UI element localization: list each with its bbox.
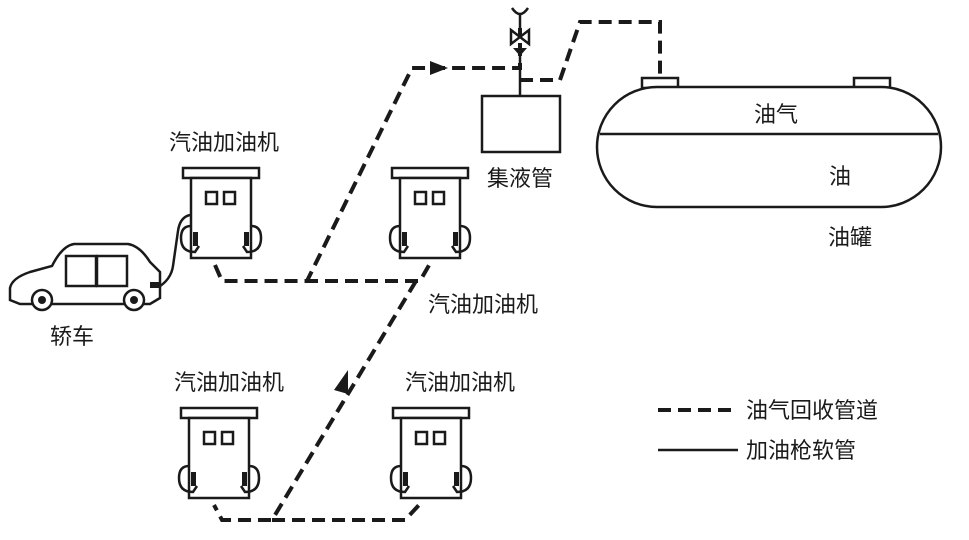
car-icon [8,242,162,312]
vapor-pipe-lower [212,279,418,522]
flow-arrow-right [430,61,448,75]
fuel-dispenser-top-left [179,166,263,260]
legend-vapor-pipe-label: 油气回收管道 [746,399,878,424]
dispenser-top-left-label: 汽油加油机 [169,131,279,156]
fuel-dispenser-bottom-right [389,406,473,500]
collector-label: 集液管 [487,167,553,192]
oil-tank: 油气 油 [595,76,943,209]
vapor-pipe-dispenser2-branch [305,259,434,283]
dispenser-middle-right-label: 汽油加油机 [428,293,538,318]
vapor-pipe-main [213,28,522,283]
vapor-pipe-dispenser4-branch [272,503,421,522]
fuel-hose [156,213,191,290]
valve-icon [509,7,531,96]
fuel-dispenser-bottom-left [177,406,261,500]
tank-body [595,85,943,209]
tank-label: 油罐 [828,226,872,251]
legend: 油气回收管道 加油枪软管 [658,399,878,464]
vapor-recovery-pipes [212,20,662,522]
tank-oil-label: 油 [829,165,851,190]
car-label: 轿车 [50,325,94,350]
flow-arrow-up [334,370,348,394]
tank-vapor-label: 油气 [754,103,798,128]
fuel-dispenser-middle-right [388,166,472,260]
vapor-pipe-collector-to-tank [520,20,662,82]
dispenser-bottom-left-label: 汽油加油机 [174,371,284,396]
dispenser-bottom-right-label: 汽油加油机 [405,371,515,396]
legend-fuel-hose-label: 加油枪软管 [746,439,856,464]
collector-box [480,94,562,154]
